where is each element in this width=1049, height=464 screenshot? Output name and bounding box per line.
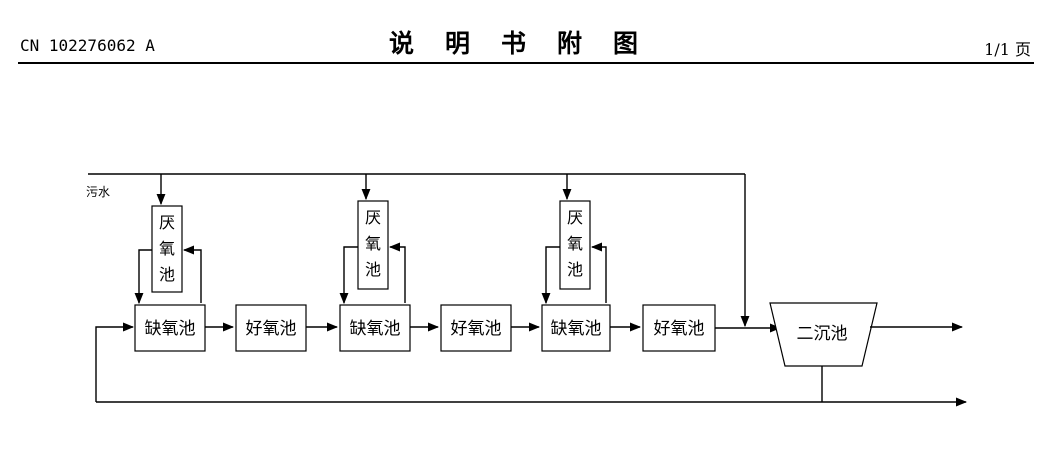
anaerobic-3-return [590,242,607,303]
anaerobic-2-return [388,242,406,303]
title-char: 附 [557,29,584,58]
anaerobic-1-outflow [134,249,152,305]
anaerobic-2-char: 池 [365,260,381,279]
title-char: 说 [389,29,416,58]
clarifier-label: 二沉池 [797,324,848,344]
anaerobic-1-char: 氧 [159,239,175,258]
anoxic-tank-3 [541,304,611,352]
anaerobic-2-char: 氧 [365,234,381,253]
anoxic-3-label: 缺氧池 [551,319,602,339]
anaerobic-1-return [182,245,202,303]
title-char: 明 [445,29,472,58]
aerobic-1-label: 好氧池 [246,319,297,339]
anaerobic-3-char: 池 [567,260,583,279]
patent-number: CN 102276062 A [20,36,155,55]
aerobic-tank-1 [235,304,307,352]
anaerobic-3-char: 氧 [567,234,583,253]
aerobic-3-label: 好氧池 [654,319,705,339]
aerobic-tank-3 [642,304,716,352]
anoxic-tank-1 [134,304,206,352]
sludge-return-line [95,322,135,402]
page-number: 1/1 页 [984,40,1031,59]
anoxic-tank-2 [339,304,411,352]
title-char: 图 [613,29,640,58]
page-title: 说明书附图 [389,24,675,60]
anaerobic-1-char: 厌 [159,213,175,232]
anaerobic-2-char: 厌 [365,208,381,227]
anaerobic-3-char: 厌 [567,208,583,227]
anaerobic-tank-1 [151,205,183,293]
anaerobic-1-char: 池 [159,265,175,284]
anoxic-2-label: 缺氧池 [350,319,401,339]
anaerobic-tank-2 [357,200,389,290]
secondary-clarifier [769,302,878,367]
aerobic-tank-2 [440,304,512,352]
anaerobic-tank-3 [559,200,591,290]
aerobic-2-label: 好氧池 [451,319,502,339]
inflow-label: 污水 [86,185,110,199]
anoxic-1-label: 缺氧池 [145,319,196,339]
anaerobic-3-outflow [541,246,560,305]
anaerobic-2-outflow [339,246,358,305]
title-char: 书 [501,29,528,58]
header-rule [18,62,1034,64]
